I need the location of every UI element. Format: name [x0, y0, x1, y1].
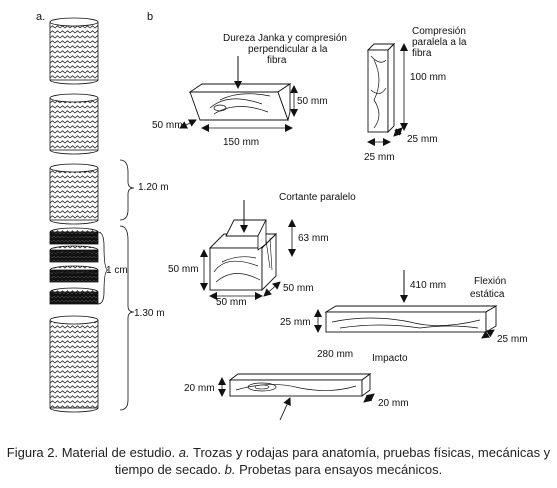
janka-l: 150 mm — [223, 137, 259, 148]
brace-130 — [119, 225, 135, 411]
flexion-title-2: estática — [470, 289, 505, 300]
comp-title-2: paralela a la — [412, 37, 467, 48]
flexion-w: 25 mm — [497, 334, 528, 345]
impacto-arrow — [279, 397, 291, 421]
impacto-title: Impacto — [372, 353, 408, 364]
brace-120 — [119, 159, 135, 221]
caption-prefix: Figura 2. Material de estudio. — [6, 445, 179, 460]
caption-mid: Trozas y rodajas para anatomía, pruebas … — [114, 445, 551, 477]
slice-bracket — [97, 231, 109, 305]
slice-4 — [49, 287, 99, 305]
janka-title-3: fibra — [267, 55, 287, 66]
impacto-w-dim — [363, 393, 375, 403]
flexion-title-1: Flexión — [474, 276, 506, 287]
specimen-janka — [188, 83, 292, 122]
cortante-title: Cortante paralelo — [279, 192, 356, 203]
specimen-flexion — [324, 305, 498, 333]
cortante-h: 63 mm — [298, 233, 329, 244]
impacto-w: 20 mm — [378, 398, 409, 409]
flexion-h: 25 mm — [280, 317, 311, 328]
impacto-h: 20 mm — [184, 383, 215, 394]
figure-caption: Figura 2. Material de estudio. a. Trozas… — [6, 444, 551, 478]
slice-2 — [49, 245, 99, 263]
flexion-w-dim — [481, 329, 495, 339]
slice-1 — [49, 227, 99, 245]
caption-suffix: Probetas para ensayos mecánicos. — [235, 462, 443, 477]
comp-a: 25 mm — [407, 134, 438, 145]
caption-a: a. — [178, 445, 190, 460]
comp-a-dim — [393, 127, 403, 137]
panel-label-b: b — [147, 11, 153, 23]
janka-w-dim — [179, 119, 197, 129]
comp-title-1: Compresión — [412, 26, 466, 37]
specimen-cortante — [208, 219, 278, 292]
cortante-depth: 50 mm — [283, 283, 314, 294]
flexion-load: 410 mm — [410, 280, 446, 291]
dim-1cm: 1 cm — [106, 265, 128, 276]
slice-3 — [49, 265, 99, 283]
janka-w: 50 mm — [152, 120, 183, 131]
panel-label-a: a. — [36, 11, 45, 23]
specimen-impacto — [228, 373, 372, 397]
comp-title-3: fibra — [412, 48, 432, 59]
specimen-comp-paralela — [366, 42, 396, 134]
janka-title-2: perpendicular a la — [248, 44, 328, 55]
cortante-left: 50 mm — [168, 264, 199, 275]
log-2 — [49, 93, 99, 155]
dim-120m: 1.20 m — [138, 182, 169, 193]
dim-130m: 1.30 m — [134, 308, 165, 319]
cortante-bottom: 50 mm — [216, 297, 247, 308]
log-4 — [49, 315, 99, 413]
comp-b: 25 mm — [364, 152, 395, 163]
comp-h: 100 mm — [410, 72, 446, 83]
janka-h: 50 mm — [297, 96, 328, 107]
log-3 — [49, 163, 99, 225]
log-1 — [49, 17, 99, 85]
caption-b: b. — [224, 462, 236, 477]
cortante-depth-dim — [263, 281, 281, 297]
janka-title-1: Dureza Janka y compresión — [223, 33, 347, 44]
flexion-l: 280 mm — [317, 349, 353, 360]
